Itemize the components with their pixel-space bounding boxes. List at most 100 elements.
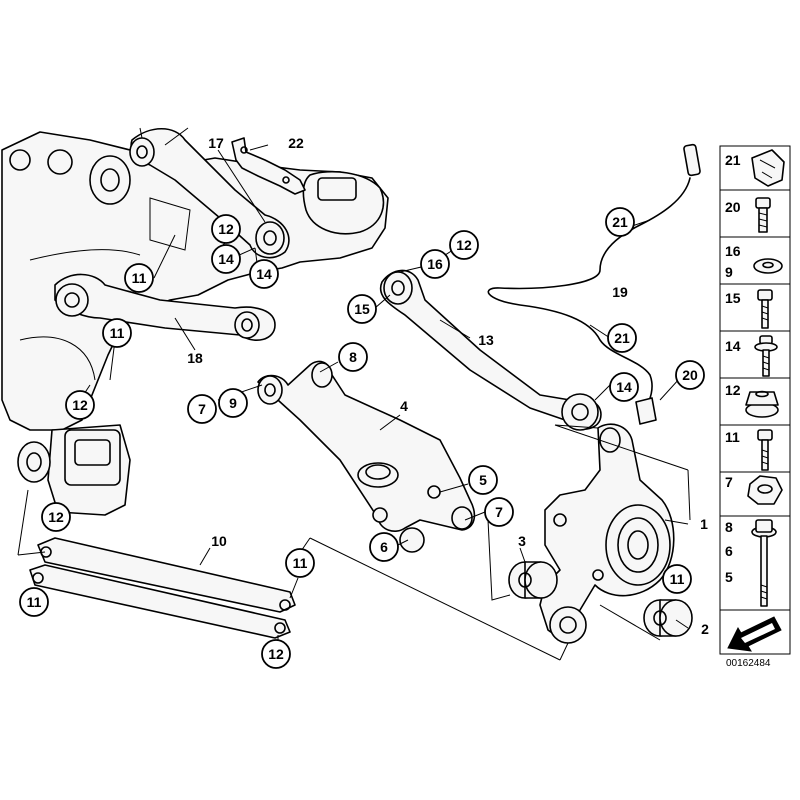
callout-3: 3 xyxy=(518,533,526,549)
legend-label: 20 xyxy=(725,199,741,215)
bushing-2 xyxy=(643,599,693,637)
leader-lines xyxy=(17,127,691,661)
legend-label: 8 xyxy=(725,519,733,535)
legend-label: 9 xyxy=(725,264,733,280)
legend-label: 5 xyxy=(725,569,733,585)
long-bolt-icon xyxy=(757,429,773,471)
legend-row-14: 14 xyxy=(725,335,778,377)
legend-label: 14 xyxy=(725,338,741,354)
callout-9: 9 xyxy=(218,388,248,418)
callout-12: 12 xyxy=(211,214,241,244)
callout-1: 1 xyxy=(700,516,708,532)
callout-12: 12 xyxy=(65,390,95,420)
callout-label: 7 xyxy=(198,401,206,417)
callout-7: 7 xyxy=(484,497,514,527)
legend-label: 6 xyxy=(725,543,733,559)
hex-bolt-icon xyxy=(757,289,773,329)
callout-label: 2 xyxy=(701,621,709,637)
callout-label: 12 xyxy=(48,509,64,525)
legend-label: 12 xyxy=(725,382,741,398)
callout-label: 10 xyxy=(211,533,227,549)
legend-label: 16 xyxy=(725,243,741,259)
extra-long-bolt-icon xyxy=(751,519,777,607)
flange-nut-icon xyxy=(745,390,779,418)
callout-7: 7 xyxy=(187,394,217,424)
callout-11: 11 xyxy=(662,564,692,594)
callout-5: 5 xyxy=(468,465,498,495)
callout-label: 12 xyxy=(72,397,88,413)
callout-label: 17 xyxy=(208,135,224,151)
legend-row-8-6-5: 8 6 5 xyxy=(725,519,777,607)
callout-19: 19 xyxy=(612,284,628,300)
legend-label: 7 xyxy=(725,474,733,490)
legend-label: 21 xyxy=(725,152,741,168)
callout-11: 11 xyxy=(102,318,132,348)
callout-label: 11 xyxy=(293,555,308,571)
control-arm xyxy=(379,269,602,431)
callout-label: 11 xyxy=(27,594,42,610)
hex-nut-icon xyxy=(747,475,783,505)
short-screw-icon xyxy=(755,197,771,233)
legend-row-arrow xyxy=(727,616,782,652)
callout-4: 4 xyxy=(400,398,408,414)
callout-label: 21 xyxy=(614,330,630,346)
callout-label: 12 xyxy=(268,646,284,662)
upper-control-arm xyxy=(129,128,290,259)
parts-legend: 21 20 16 9 15 xyxy=(719,145,791,655)
callout-11: 11 xyxy=(124,263,154,293)
washer-icon xyxy=(753,258,783,274)
callout-label: 14 xyxy=(218,251,234,267)
callout-label: 8 xyxy=(349,349,357,365)
callout-label: 12 xyxy=(456,237,472,253)
callout-13: 13 xyxy=(478,332,494,348)
callout-10: 10 xyxy=(211,533,227,549)
callout-label: 11 xyxy=(132,270,147,286)
track-rod xyxy=(29,537,296,639)
rear-axle-carrier xyxy=(1,131,389,516)
callout-label: 20 xyxy=(682,367,698,383)
callout-11: 11 xyxy=(285,548,315,578)
legend-label: 15 xyxy=(725,290,741,306)
legend-row-12: 12 xyxy=(725,382,779,418)
callout-8: 8 xyxy=(338,342,368,372)
legend-row-16-9: 16 9 xyxy=(725,243,783,280)
wishbone-lower xyxy=(257,360,476,553)
callout-label: 6 xyxy=(380,539,388,555)
legend-row-15: 15 xyxy=(725,289,773,329)
legend-row-21: 21 xyxy=(725,149,785,187)
callout-11: 11 xyxy=(19,587,49,617)
bushing-3 xyxy=(508,561,558,599)
callout-15: 15 xyxy=(347,294,377,324)
wishbone-arm xyxy=(54,273,276,341)
callout-label: 7 xyxy=(495,504,503,520)
legend-row-20: 20 xyxy=(725,197,771,233)
legend-row-11: 11 xyxy=(725,429,773,471)
callout-label: 4 xyxy=(400,398,408,414)
callout-label: 14 xyxy=(616,379,632,395)
callout-label: 12 xyxy=(218,221,234,237)
callout-label: 21 xyxy=(612,214,628,230)
callout-label: 22 xyxy=(288,135,304,151)
callout-label: 16 xyxy=(427,256,443,272)
callout-14: 14 xyxy=(609,372,639,402)
callout-20: 20 xyxy=(675,360,705,390)
callout-16: 16 xyxy=(420,249,450,279)
callout-18: 18 xyxy=(187,350,203,366)
callout-label: 11 xyxy=(670,571,685,587)
callout-label: 15 xyxy=(354,301,370,317)
bracket-clip-icon xyxy=(751,149,785,187)
callout-21: 21 xyxy=(605,207,635,237)
legend-row-7: 7 xyxy=(725,474,783,505)
callout-label: 3 xyxy=(518,533,526,549)
callout-label: 11 xyxy=(110,325,125,341)
callout-label: 13 xyxy=(478,332,494,348)
callout-12: 12 xyxy=(449,230,479,260)
document-id: 00162484 xyxy=(726,658,771,669)
callout-label: 18 xyxy=(187,350,203,366)
callout-label: 9 xyxy=(229,395,237,411)
callout-label: 14 xyxy=(256,266,272,282)
flange-bolt-icon xyxy=(754,335,778,377)
callout-12: 12 xyxy=(261,639,291,669)
ball-joint xyxy=(549,606,587,644)
